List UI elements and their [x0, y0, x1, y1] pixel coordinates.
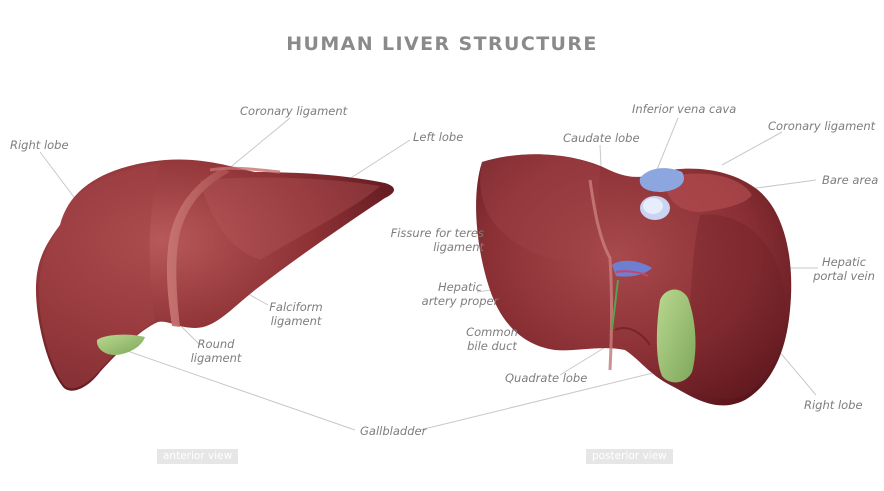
bare-area-region [664, 173, 752, 212]
label-quadrate-lobe: Quadrate lobe [505, 371, 588, 385]
label-hepatic-artery-proper: Hepatic artery proper [421, 280, 499, 308]
anterior-liver [35, 159, 395, 391]
label-caudate-lobe: Caudate lobe [563, 131, 640, 145]
label-hepatic-portal-vein: Hepatic portal vein [813, 255, 875, 283]
label-common-bile-duct: Common bile duct [466, 325, 518, 353]
posterior-liver [476, 154, 792, 406]
label-gallbladder: Gallbladder [360, 424, 427, 438]
label-coronary-ligament-anterior: Coronary ligament [240, 104, 348, 118]
hepatic-portal-vein-vessel [612, 260, 652, 277]
falciform-ligament-band [166, 168, 230, 327]
view-tag-anterior: anterior view [157, 449, 239, 464]
inferior-vena-cava-vessel [639, 168, 684, 192]
label-right-lobe-posterior: Right lobe [804, 398, 863, 412]
label-inferior-vena-cava: Inferior vena cava [632, 102, 737, 116]
anterior-gallbladder [96, 334, 145, 355]
diagram-title: HUMAN LIVER STRUCTURE [286, 33, 598, 55]
label-coronary-ligament-posterior: Coronary ligament [768, 119, 876, 133]
label-bare-area: Bare area [822, 173, 879, 187]
label-round-ligament: Round ligament [190, 337, 242, 365]
view-tag-posterior: posterior view [586, 449, 673, 464]
posterior-liver-body [476, 154, 792, 406]
label-right-lobe-anterior: Right lobe [10, 138, 69, 152]
label-falciform-ligament: Falciform ligament [269, 300, 323, 328]
label-fissure-for-teres-ligament: Fissure for teres ligament [390, 226, 484, 254]
posterior-gallbladder [656, 289, 696, 383]
label-left-lobe: Left lobe [413, 130, 464, 144]
